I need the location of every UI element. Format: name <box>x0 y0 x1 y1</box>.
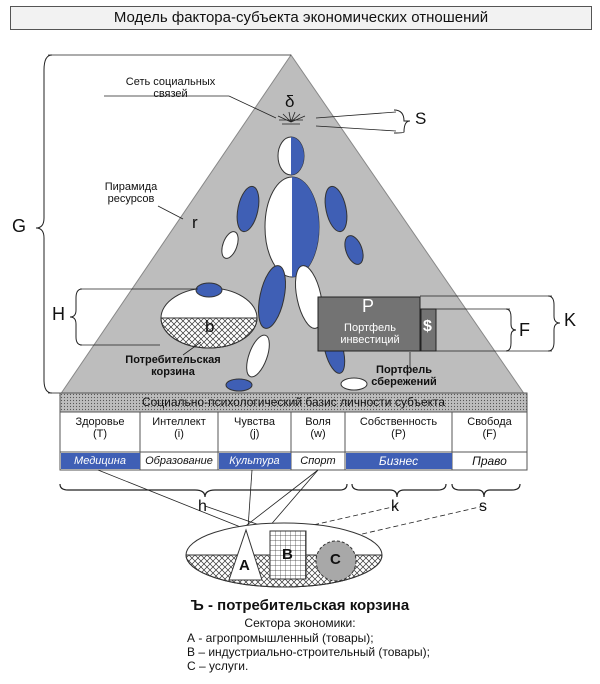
label-b: b <box>205 317 215 336</box>
investment-portfolio-box <box>317 296 437 352</box>
label-pyramid-resources: Пирамида ресурсов <box>96 181 166 205</box>
pyramid-resources-pointer <box>157 205 184 220</box>
sector-cell-medicine <box>61 453 140 469</box>
consumer-basket-pointer <box>182 341 202 356</box>
legend-title: Ъ - потребительская корзина <box>190 597 410 614</box>
label-delta: δ <box>285 92 295 111</box>
label-s: S <box>415 109 427 128</box>
label-g: G <box>12 216 27 236</box>
k-brace <box>351 483 447 498</box>
diagram-title: Модель фактора-субъекта экономических от… <box>10 6 592 30</box>
label-social-network: Сеть социальных связей <box>113 76 228 100</box>
column-feelings: Чувства (j) <box>218 416 291 440</box>
label-savings-portfolio-line1: Портфель <box>376 364 432 376</box>
sector-medicine: Медицина <box>74 455 126 467</box>
label-pyramid-resources-line1: Пирамида <box>104 181 158 193</box>
column-health-name: Здоровье <box>75 416 125 428</box>
label-investment-portfolio: Портфель инвестиций <box>330 322 410 346</box>
figure-left-thigh <box>258 265 286 329</box>
column-freedom: Свобода (F) <box>452 416 527 440</box>
label-b-sector: B <box>282 546 293 563</box>
label-h: H <box>52 304 65 324</box>
f-bracket <box>505 308 517 352</box>
figure-torso <box>264 176 320 278</box>
figure-right-forearm <box>344 235 364 265</box>
figure-right-upper-arm <box>324 185 348 233</box>
h-bracket <box>69 288 83 346</box>
label-k: K <box>564 310 577 330</box>
column-health: Здоровье (T) <box>60 416 140 440</box>
sector-business: Бизнес <box>378 454 419 468</box>
label-savings-portfolio-line2: сбережений <box>371 376 437 388</box>
legend-item-a: А - агропромышленный (товары); <box>187 631 374 645</box>
column-intellect-sym: (i) <box>174 428 184 440</box>
label-consumer-basket: Потребительская корзина <box>118 354 228 378</box>
column-property-sym: (P) <box>391 428 406 440</box>
label-a: A <box>239 557 250 574</box>
label-investment-portfolio-line1: Портфель <box>344 322 396 334</box>
label-social-network-line2: связей <box>153 88 188 100</box>
sector-culture: Культура <box>229 455 280 467</box>
figure-left-shin <box>246 334 270 378</box>
label-r: r <box>192 213 198 232</box>
column-will-sym: (w) <box>310 428 326 440</box>
column-feelings-name: Чувства <box>234 416 275 428</box>
column-property: Собственность (P) <box>345 416 452 440</box>
sector-law: Право <box>472 454 507 468</box>
figure-right-thigh <box>295 265 323 329</box>
sector-a-triangle <box>228 528 263 581</box>
sector-cell-culture <box>219 453 291 469</box>
column-intellect-name: Интеллект <box>152 416 206 428</box>
s-brace <box>451 483 521 498</box>
sector-sport: Спорт <box>300 455 336 467</box>
figure-head <box>277 136 305 176</box>
h-brace <box>59 483 348 498</box>
figure-left-forearm <box>221 231 239 259</box>
k-bracket <box>547 295 561 352</box>
figure-left-upper-arm <box>236 185 260 233</box>
figure-right-foot <box>340 377 368 391</box>
basis-title: Социально-психологический базис личности… <box>141 395 446 409</box>
label-savings-portfolio: Портфель сбережений <box>364 364 444 388</box>
consumer-basket-pyramid <box>160 282 258 349</box>
legend-item-b: В – индустриально-строительный (товары); <box>187 645 430 659</box>
label-f: F <box>519 320 530 340</box>
column-will-name: Воля <box>305 416 331 428</box>
label-dollar: $ <box>423 318 432 335</box>
label-c: C <box>330 551 341 568</box>
legend-item-c: С – услуги. <box>187 659 249 673</box>
connector-lines <box>97 469 485 541</box>
label-consumer-basket-line1: Потребительская <box>125 354 221 366</box>
social-network-lines <box>277 111 306 125</box>
column-will: Воля (w) <box>291 416 345 440</box>
label-investment-portfolio-line2: инвестиций <box>340 334 400 346</box>
sector-b-square <box>269 530 307 580</box>
label-pyramid-resources-line2: ресурсов <box>107 193 155 205</box>
label-k-lower: k <box>391 498 399 515</box>
consumer-basket-bottom <box>185 522 383 588</box>
column-freedom-name: Свобода <box>467 416 512 428</box>
column-feelings-sym: (j) <box>249 428 260 440</box>
figure-left-foot <box>225 378 253 392</box>
legend-subtitle: Сектора экономики: <box>244 616 356 630</box>
label-p: P <box>362 296 375 316</box>
sector-education: Образование <box>145 455 213 467</box>
label-consumer-basket-line2: корзина <box>151 366 195 378</box>
sector-c-circle <box>315 540 357 582</box>
column-health-sym: (T) <box>92 428 108 440</box>
g-bracket <box>35 54 53 394</box>
column-freedom-sym: (F) <box>482 428 497 440</box>
s-bracket <box>393 109 411 134</box>
column-property-name: Собственность <box>359 416 438 428</box>
label-s-lower: s <box>479 498 487 515</box>
sector-cell-business <box>346 453 452 469</box>
label-social-network-line1: Сеть социальных <box>125 76 216 88</box>
label-h-lower: h <box>198 498 207 515</box>
column-intellect: Интеллект (i) <box>140 416 218 440</box>
